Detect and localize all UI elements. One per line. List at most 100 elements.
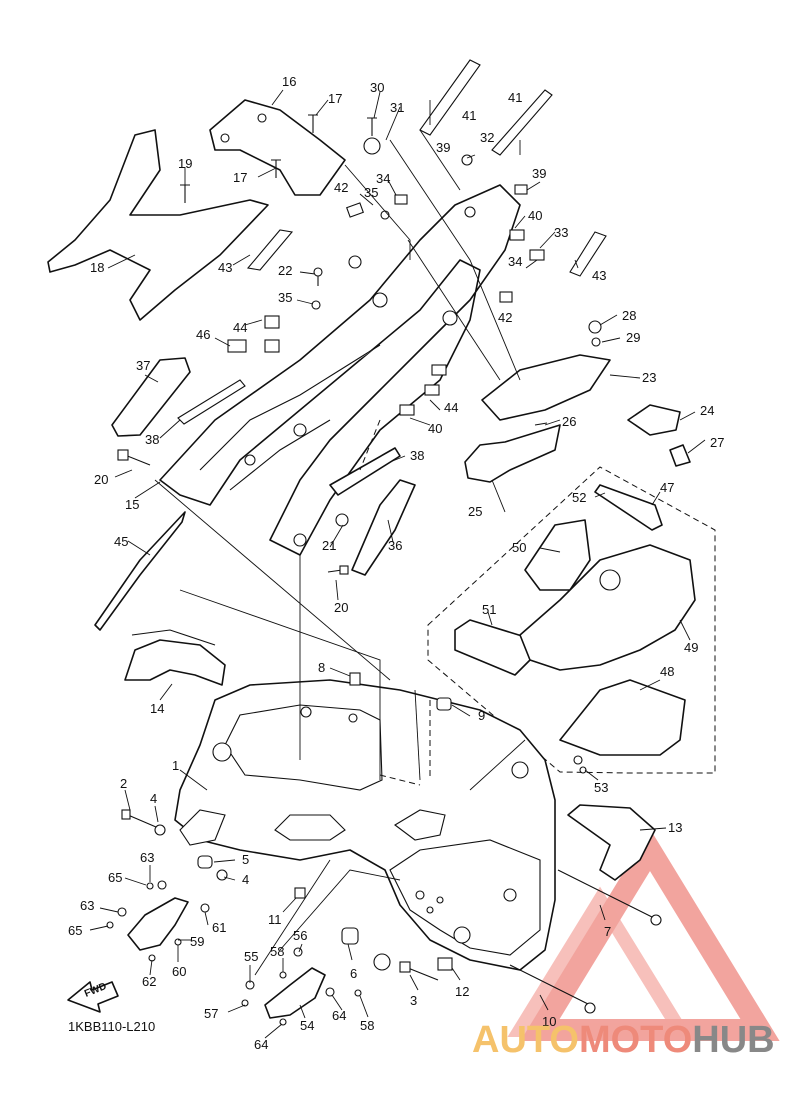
callout-40b: 40 [428, 421, 442, 436]
callout-39b: 39 [532, 166, 546, 181]
callout-65a: 65 [108, 870, 122, 885]
callout-48: 48 [660, 664, 674, 679]
part-50 [524, 519, 591, 591]
callout-13: 13 [668, 820, 682, 835]
callout-34a: 34 [376, 171, 390, 186]
callout-18: 18 [90, 260, 104, 275]
small-bolts-bottom [106, 880, 362, 1026]
callout-58b: 58 [360, 1018, 374, 1033]
label-41a [419, 59, 481, 136]
callout-41a: 41 [462, 108, 476, 123]
callout-12: 12 [455, 984, 469, 999]
bracket-23 [481, 354, 611, 421]
part-48 [559, 679, 686, 756]
bracket-59 [127, 897, 189, 951]
cover-18 [47, 129, 269, 321]
part-24 [627, 404, 681, 436]
callout-32: 32 [480, 130, 494, 145]
callout-9: 9 [478, 708, 485, 723]
group-47-outline [427, 466, 716, 774]
svg-text:AUTOMOTOHUB: AUTOMOTOHUB [472, 1019, 775, 1061]
strip-36 [351, 479, 416, 576]
callout-20b: 20 [334, 600, 348, 615]
callout-63b: 63 [80, 898, 94, 913]
callout-20a: 20 [94, 472, 108, 487]
callout-17b: 17 [233, 170, 247, 185]
cover-13 [567, 804, 656, 881]
callout-22: 22 [278, 263, 292, 278]
watermark-logo [507, 828, 780, 1041]
callout-19: 19 [178, 156, 192, 171]
main-frame [174, 679, 556, 971]
callout-36: 36 [388, 538, 402, 553]
callout-7: 7 [604, 924, 611, 939]
callout-42a: 42 [334, 180, 348, 195]
part-49 [519, 544, 696, 671]
callout-57: 57 [204, 1006, 218, 1021]
callout-64a: 64 [332, 1008, 346, 1023]
callout-54: 54 [300, 1018, 314, 1033]
callout-35b: 35 [278, 290, 292, 305]
callout-2: 2 [120, 776, 127, 791]
callout-3: 3 [410, 993, 417, 1008]
callout-52: 52 [572, 490, 586, 505]
callout-58a: 58 [270, 944, 284, 959]
callout-4a: 4 [150, 791, 157, 806]
label-43a [246, 229, 294, 271]
callout-16: 16 [282, 74, 296, 89]
callout-29: 29 [626, 330, 640, 345]
callout-56: 56 [293, 928, 307, 943]
watermark-moto: MOTO [579, 1019, 692, 1061]
callout-59: 59 [190, 934, 204, 949]
watermark-hub: HUB [692, 1019, 774, 1061]
callout-31: 31 [390, 100, 404, 115]
watermark-auto: AUTO [472, 1019, 579, 1061]
strip-45 [94, 511, 186, 631]
callout-46: 46 [196, 327, 210, 342]
callout-34b: 34 [508, 254, 522, 269]
strip-38-left [177, 379, 246, 425]
label-41b [491, 89, 553, 156]
bracket-54 [264, 967, 326, 1019]
callout-38b: 38 [410, 448, 424, 463]
decals [227, 154, 545, 416]
callout-61: 61 [212, 920, 226, 935]
cover-14 [124, 639, 226, 686]
callout-23: 23 [642, 370, 656, 385]
diagram-code: 1KBB110-L210 [68, 1019, 155, 1034]
callout-25: 25 [468, 504, 482, 519]
callout-63a: 63 [140, 850, 154, 865]
callout-55: 55 [244, 949, 258, 964]
callout-41b: 41 [508, 90, 522, 105]
callout-14: 14 [150, 701, 164, 716]
strip-38-right [329, 447, 401, 496]
callout-1: 1 [172, 758, 179, 773]
fwd-arrow-icon: FWD [67, 981, 119, 1013]
assembly-lines [154, 129, 526, 976]
callout-28: 28 [622, 308, 636, 323]
watermark-text: AUTOMOTOHUB [472, 1019, 775, 1061]
callout-50: 50 [512, 540, 526, 555]
fasteners-upper [117, 114, 602, 575]
fasteners-lower [121, 672, 662, 1014]
callout-4b: 4 [242, 872, 249, 887]
part-27 [669, 444, 691, 467]
callout-17a: 17 [328, 91, 342, 106]
label-43b [569, 231, 607, 277]
part-51 [454, 619, 536, 676]
callout-43a: 43 [218, 260, 232, 275]
callout-64b: 64 [254, 1037, 268, 1052]
callout-60: 60 [172, 964, 186, 979]
callout-8: 8 [318, 660, 325, 675]
callout-21: 21 [322, 538, 336, 553]
callout-35a: 35 [364, 185, 378, 200]
strip-37 [111, 357, 191, 437]
callout-49: 49 [684, 640, 698, 655]
callout-47: 47 [660, 480, 674, 495]
callout-38a: 38 [145, 432, 159, 447]
callout-30: 30 [370, 80, 384, 95]
callout-45: 45 [114, 534, 128, 549]
cover-14-top [131, 629, 216, 646]
callout-65b: 65 [68, 923, 82, 938]
